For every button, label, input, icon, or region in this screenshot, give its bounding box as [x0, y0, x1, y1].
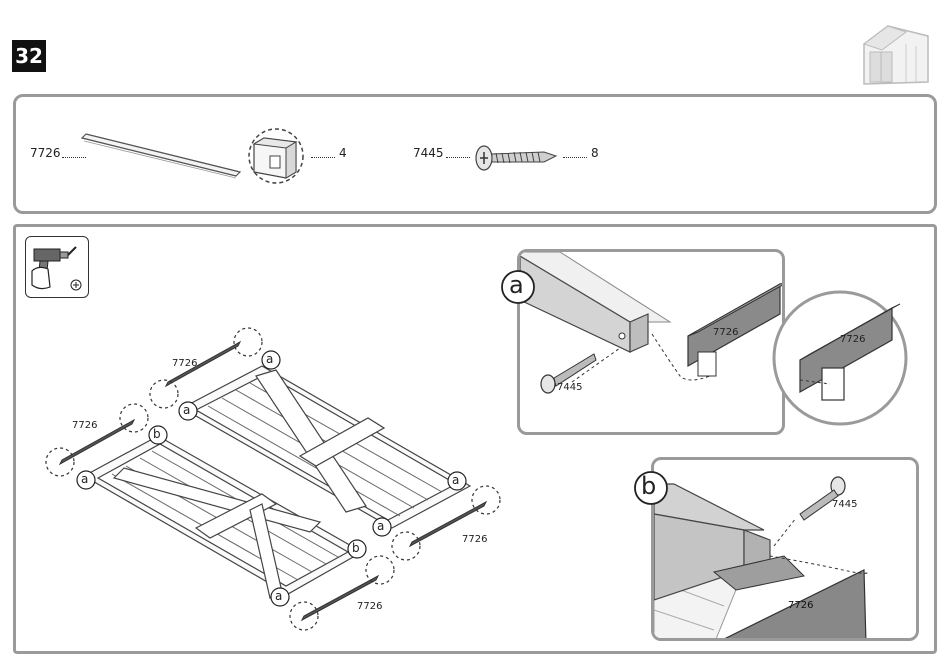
- detail-b-screw-code: 7445: [832, 499, 857, 510]
- detail-b-letter: b: [641, 472, 656, 500]
- detail-b-profile-code: 7726: [788, 600, 813, 611]
